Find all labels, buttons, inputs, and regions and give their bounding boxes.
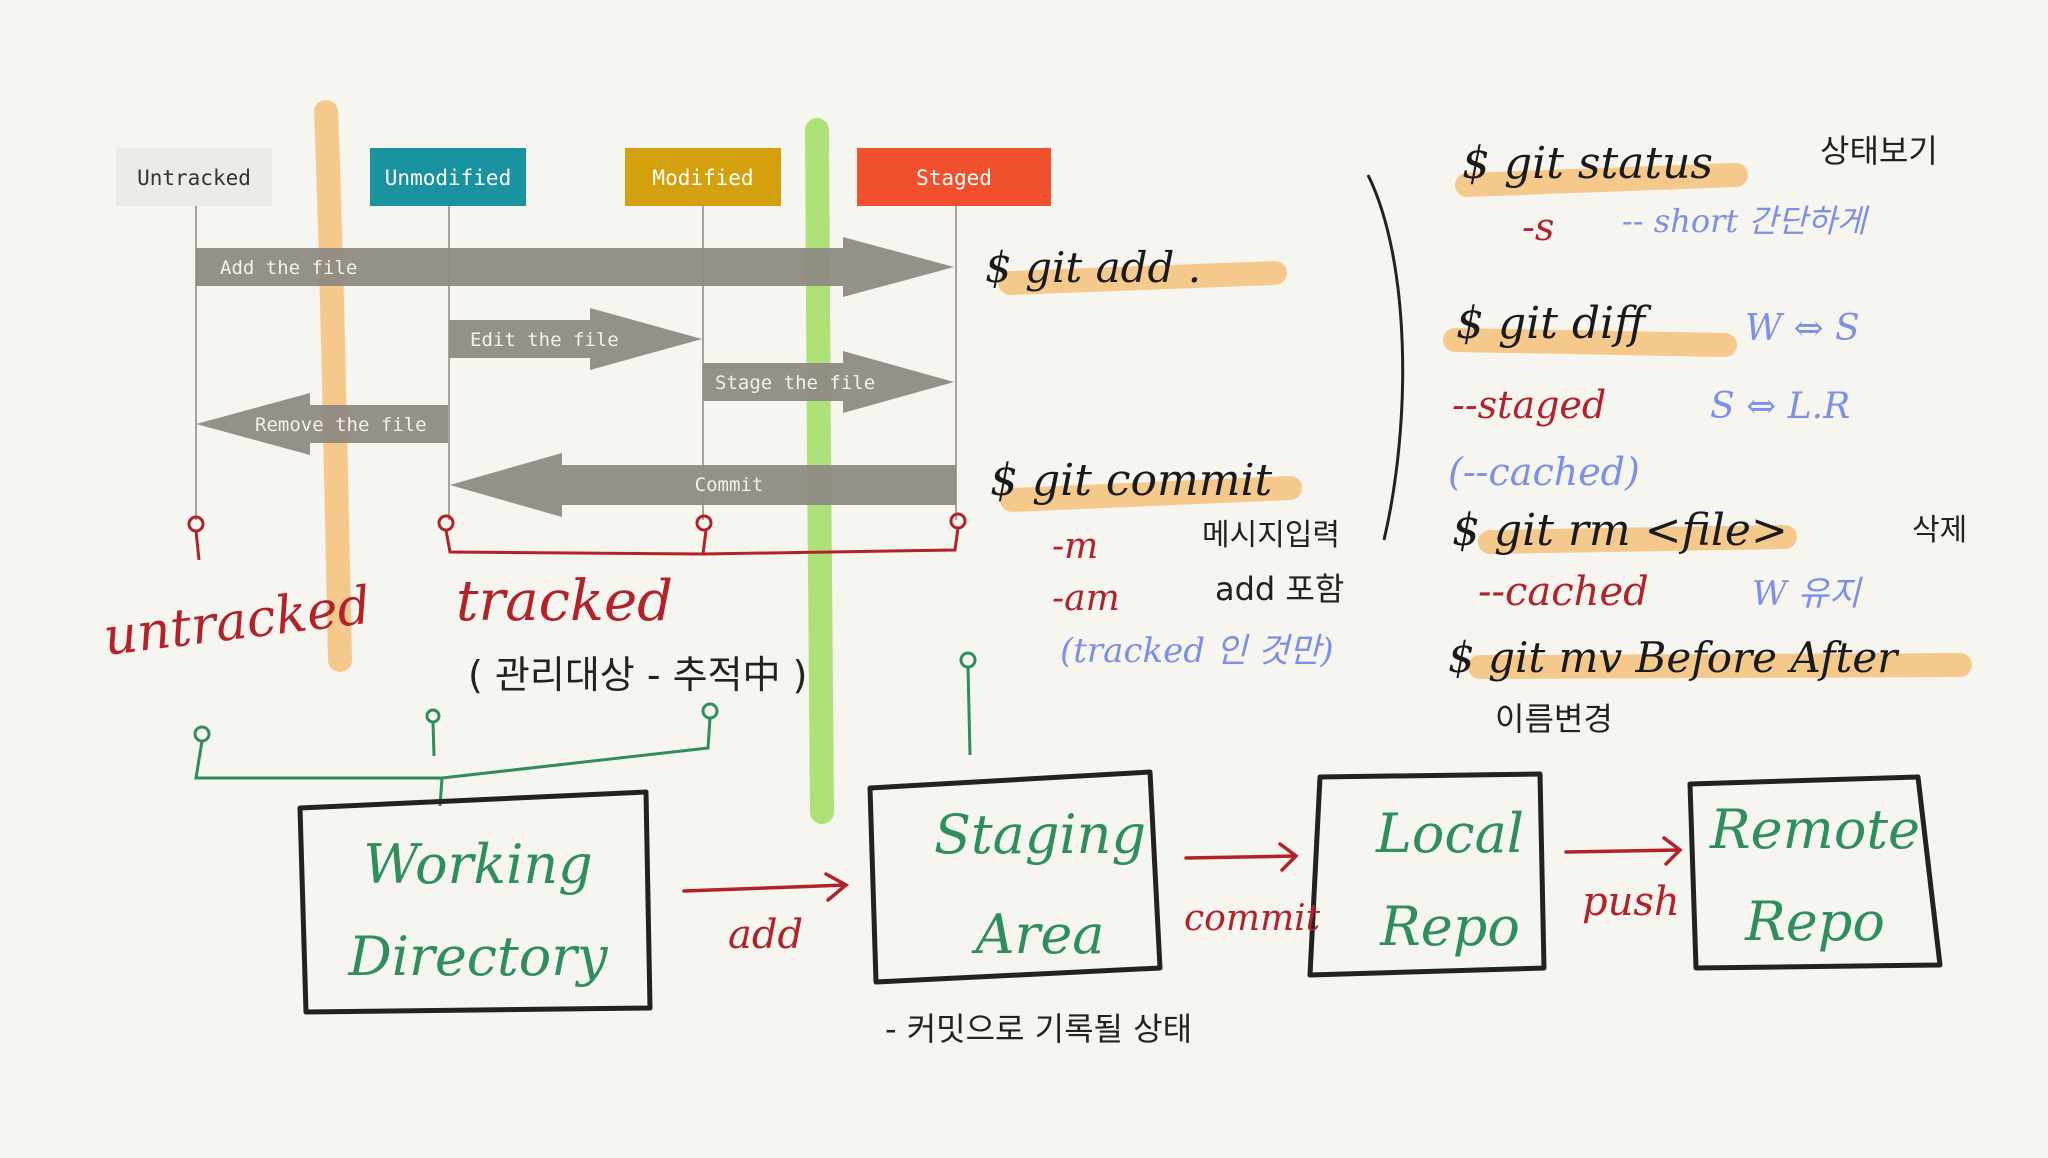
svg-text:Local: Local [1375,802,1524,865]
untracked-bracket [187,515,205,561]
cmd-git-rm-desc: 삭제 [1912,513,1967,548]
flag-cached: (--cached) [1448,450,1640,494]
flag-s: -s [1522,205,1554,249]
svg-text:Modified: Modified [652,166,753,190]
flag-am-note: (tracked 인 것만) [1060,631,1334,671]
flow-arrows [682,836,1683,902]
svg-text:Working: Working [363,833,593,896]
tracked-bracket [437,512,967,556]
cmd-git-diff: $ git diff [1456,298,1652,349]
flag-staged-desc: S ⇔ L.R [1710,386,1850,427]
svg-text:Staged: Staged [916,166,992,190]
arrow-remove-the-file: Remove the file [196,393,448,455]
tracked-annotation: tracked [456,569,673,634]
cmd-git-mv-desc: 이름변경 [1495,700,1613,738]
flow-label-push: push [1582,879,1680,925]
local-repo-box: Local Repo [1307,771,1547,978]
arrow-add-the-file: Add the file [196,237,954,297]
svg-text:Remote: Remote [1709,798,1920,861]
arrow-edit-the-file: Edit the file [449,308,702,370]
svg-text:Add the file: Add the file [220,257,357,279]
flow-label-add: add [728,912,803,958]
flag-rm-cached: --cached [1478,569,1649,615]
svg-text:Remove the file: Remove the file [255,414,427,436]
staging-note: - 커밋으로 기록될 상태 [885,1010,1192,1048]
svg-text:Staging: Staging [934,803,1146,866]
state-staged: Staged [857,148,1051,206]
state-modified: Modified [625,148,781,206]
cmd-git-diff-desc: W ⇔ S [1745,308,1860,349]
svg-text:Area: Area [971,903,1105,966]
arrow-commit: Commit [450,453,956,517]
flag-staged: --staged [1452,383,1606,427]
flag-am-desc: add 포함 [1215,570,1344,608]
flag-s-desc: -- short 간단하게 [1622,202,1870,240]
svg-text:Stage the file: Stage the file [715,372,875,394]
working-directory-box: Working Directory [297,789,653,1015]
svg-text:Repo: Repo [1744,890,1885,953]
svg-text:Unmodified: Unmodified [385,166,511,190]
flag-am: -am [1052,578,1120,619]
flag-m-desc: 메시지입력 [1202,518,1340,553]
cmd-git-commit: $ git commit [990,455,1273,506]
state-untracked: Untracked [116,148,272,206]
cmd-git-add: $ git add . [985,243,1201,292]
tracked-note: ( 관리대상 - 추적中 ) [468,653,807,697]
flag-m: -m [1052,526,1098,567]
svg-text:Directory: Directory [347,925,609,988]
cmd-git-mv: $ git mv Before After [1448,633,1900,682]
command-separator [1366,174,1405,541]
state-unmodified: Unmodified [370,148,526,206]
cmd-git-status-desc: 상태보기 [1820,132,1938,170]
svg-text:Commit: Commit [695,474,764,496]
remote-repo-box: Remote Repo [1687,774,1943,971]
svg-text:Edit the file: Edit the file [470,329,619,351]
cmd-git-rm: $ git rm <file> [1452,505,1788,556]
svg-text:Repo: Repo [1379,895,1520,958]
arrow-stage-the-file: Stage the file [703,351,954,413]
cmd-git-status: $ git status [1462,138,1713,189]
flow-label-commit: commit [1184,898,1321,939]
staging-area-box: Staging Area [867,769,1163,985]
command-highlights [998,163,1972,679]
svg-text:Untracked: Untracked [137,166,251,190]
flag-rm-cached-desc: W 유지 [1752,574,1863,614]
orange-highlight-stroke [314,100,352,672]
